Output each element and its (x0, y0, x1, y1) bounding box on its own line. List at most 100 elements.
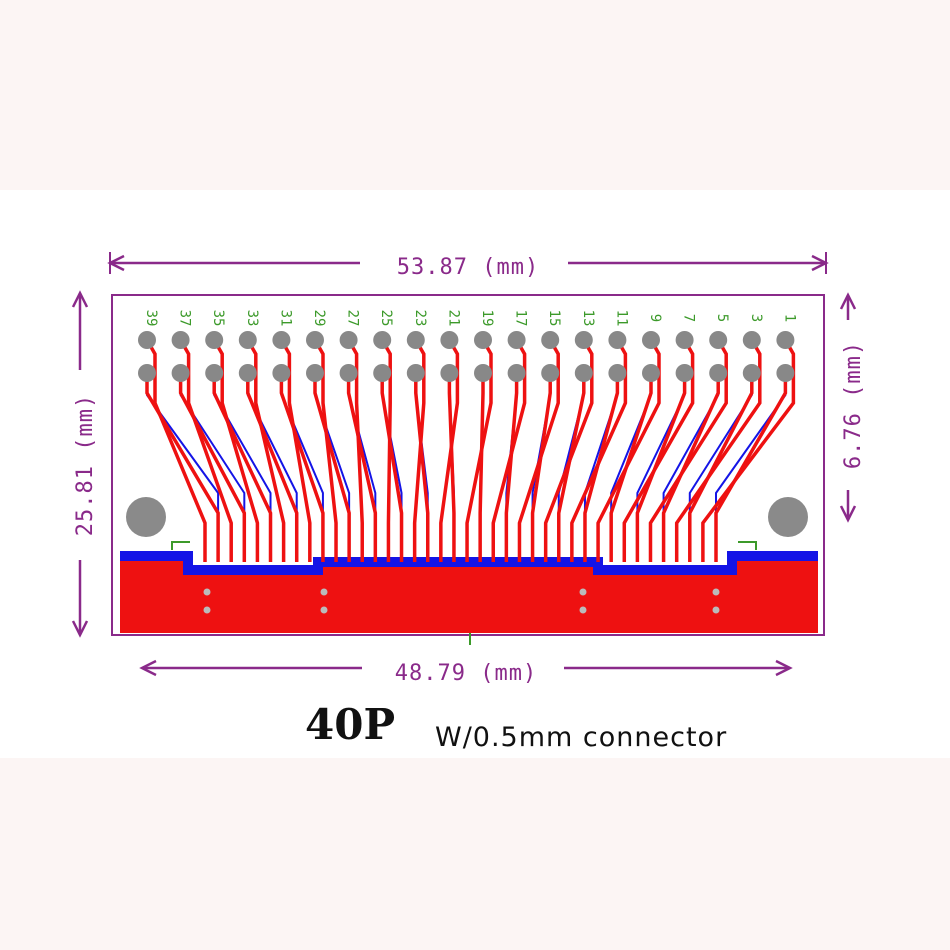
pin-number-label: 15 (546, 310, 562, 327)
pad-top (205, 331, 224, 349)
pin-number-label: 5 (714, 314, 730, 322)
red-trace (674, 339, 762, 562)
red-trace (179, 339, 233, 562)
pin-number-label: 37 (177, 310, 193, 327)
pin-number-label: 19 (479, 310, 495, 327)
pad-top (440, 331, 459, 349)
red-trace (688, 373, 754, 562)
red-trace (701, 339, 796, 562)
pad-top (608, 331, 627, 349)
via-dot (203, 588, 211, 596)
pad-top (339, 331, 358, 349)
red-trace (622, 339, 695, 562)
red-trace (530, 373, 552, 562)
pad-top (238, 331, 257, 349)
pad-bottom (608, 364, 627, 382)
red-trace (504, 373, 519, 562)
red-trace (412, 339, 426, 562)
pad-bottom (306, 364, 324, 382)
red-trace (246, 373, 299, 562)
pad-top (406, 331, 425, 349)
red-trace (596, 339, 661, 562)
red-trace (380, 373, 404, 562)
red-trace (543, 339, 594, 562)
pad-bottom (776, 364, 795, 382)
connector-edge-strip (120, 551, 818, 575)
via-dot (203, 606, 211, 614)
pad-top (675, 331, 694, 349)
pad-top (709, 331, 728, 349)
red-trace (212, 339, 260, 562)
red-trace (313, 373, 351, 562)
dimension-lines (71, 252, 857, 677)
pad-bottom (339, 364, 358, 382)
red-trace (246, 339, 286, 562)
pin-number-label: 9 (647, 314, 663, 322)
pad-bottom (238, 364, 257, 382)
pin-number-label: 7 (681, 314, 697, 322)
connector-footprint (120, 541, 818, 645)
pad-bottom (541, 364, 560, 382)
dim-bottom-width: 48.79 (mm) (395, 661, 537, 686)
mounting-hole-left (126, 497, 166, 537)
pad-top (642, 331, 660, 349)
connector-body (120, 556, 818, 633)
red-trace (313, 339, 338, 562)
pad-bottom (171, 364, 190, 382)
dim-arrow-bottom-arrow-a (139, 659, 157, 677)
pad-top (474, 331, 492, 349)
red-trace (178, 373, 247, 562)
red-trace (465, 339, 493, 562)
pad-bottom (474, 364, 492, 382)
red-trace (517, 339, 560, 562)
dim-arrow-right-arrow-a (839, 292, 857, 310)
pin-number-label: 35 (210, 310, 226, 327)
pin-number-label: 25 (378, 310, 394, 327)
via-dot (579, 606, 587, 614)
mounting-hole-right (768, 497, 808, 537)
pad-top (541, 331, 560, 349)
pad-bottom (507, 364, 526, 382)
red-trace (635, 373, 687, 562)
dim-arrow-right-arrow-b (839, 505, 857, 523)
pad-top (171, 331, 190, 349)
via-dot (320, 606, 328, 614)
red-trace (491, 339, 527, 562)
pad-bottom (574, 364, 593, 382)
red-trace (583, 373, 620, 562)
red-trace (478, 373, 485, 562)
via-dot (320, 588, 328, 596)
red-trace (212, 373, 273, 562)
dim-top-width: 53.87 (mm) (397, 255, 539, 280)
pad-bottom (373, 364, 392, 382)
pin-number-label: 1 (781, 314, 797, 322)
pin-count-title: 40P (305, 700, 396, 749)
via-dot (712, 606, 720, 614)
pad-bottom (742, 364, 761, 382)
red-trace (145, 339, 207, 562)
red-trace (279, 339, 312, 562)
pin-number-label: 11 (613, 310, 629, 327)
connector-subtitle: W/0.5mm connector (435, 722, 728, 753)
red-trace (145, 373, 220, 562)
red-trace (648, 339, 728, 562)
red-trace (414, 373, 430, 562)
dim-right-height: 6.76 (mm) (841, 341, 866, 469)
pad-bottom (675, 364, 694, 382)
pin-number-label: 31 (277, 310, 293, 327)
pad-bottom (138, 364, 156, 382)
red-trace (347, 339, 364, 562)
red-traces (145, 339, 796, 562)
pad-bottom (205, 364, 224, 382)
pad-top (306, 331, 324, 349)
dim-arrow-left-arrow-b (71, 620, 89, 638)
dim-arrow-left-arrow-a (71, 290, 89, 308)
mounting-holes (126, 497, 808, 537)
pad-bottom (642, 364, 660, 382)
pad-top (507, 331, 526, 349)
pin-number-label: 23 (412, 310, 428, 327)
pad-top (776, 331, 795, 349)
pad-bottom (406, 364, 425, 382)
